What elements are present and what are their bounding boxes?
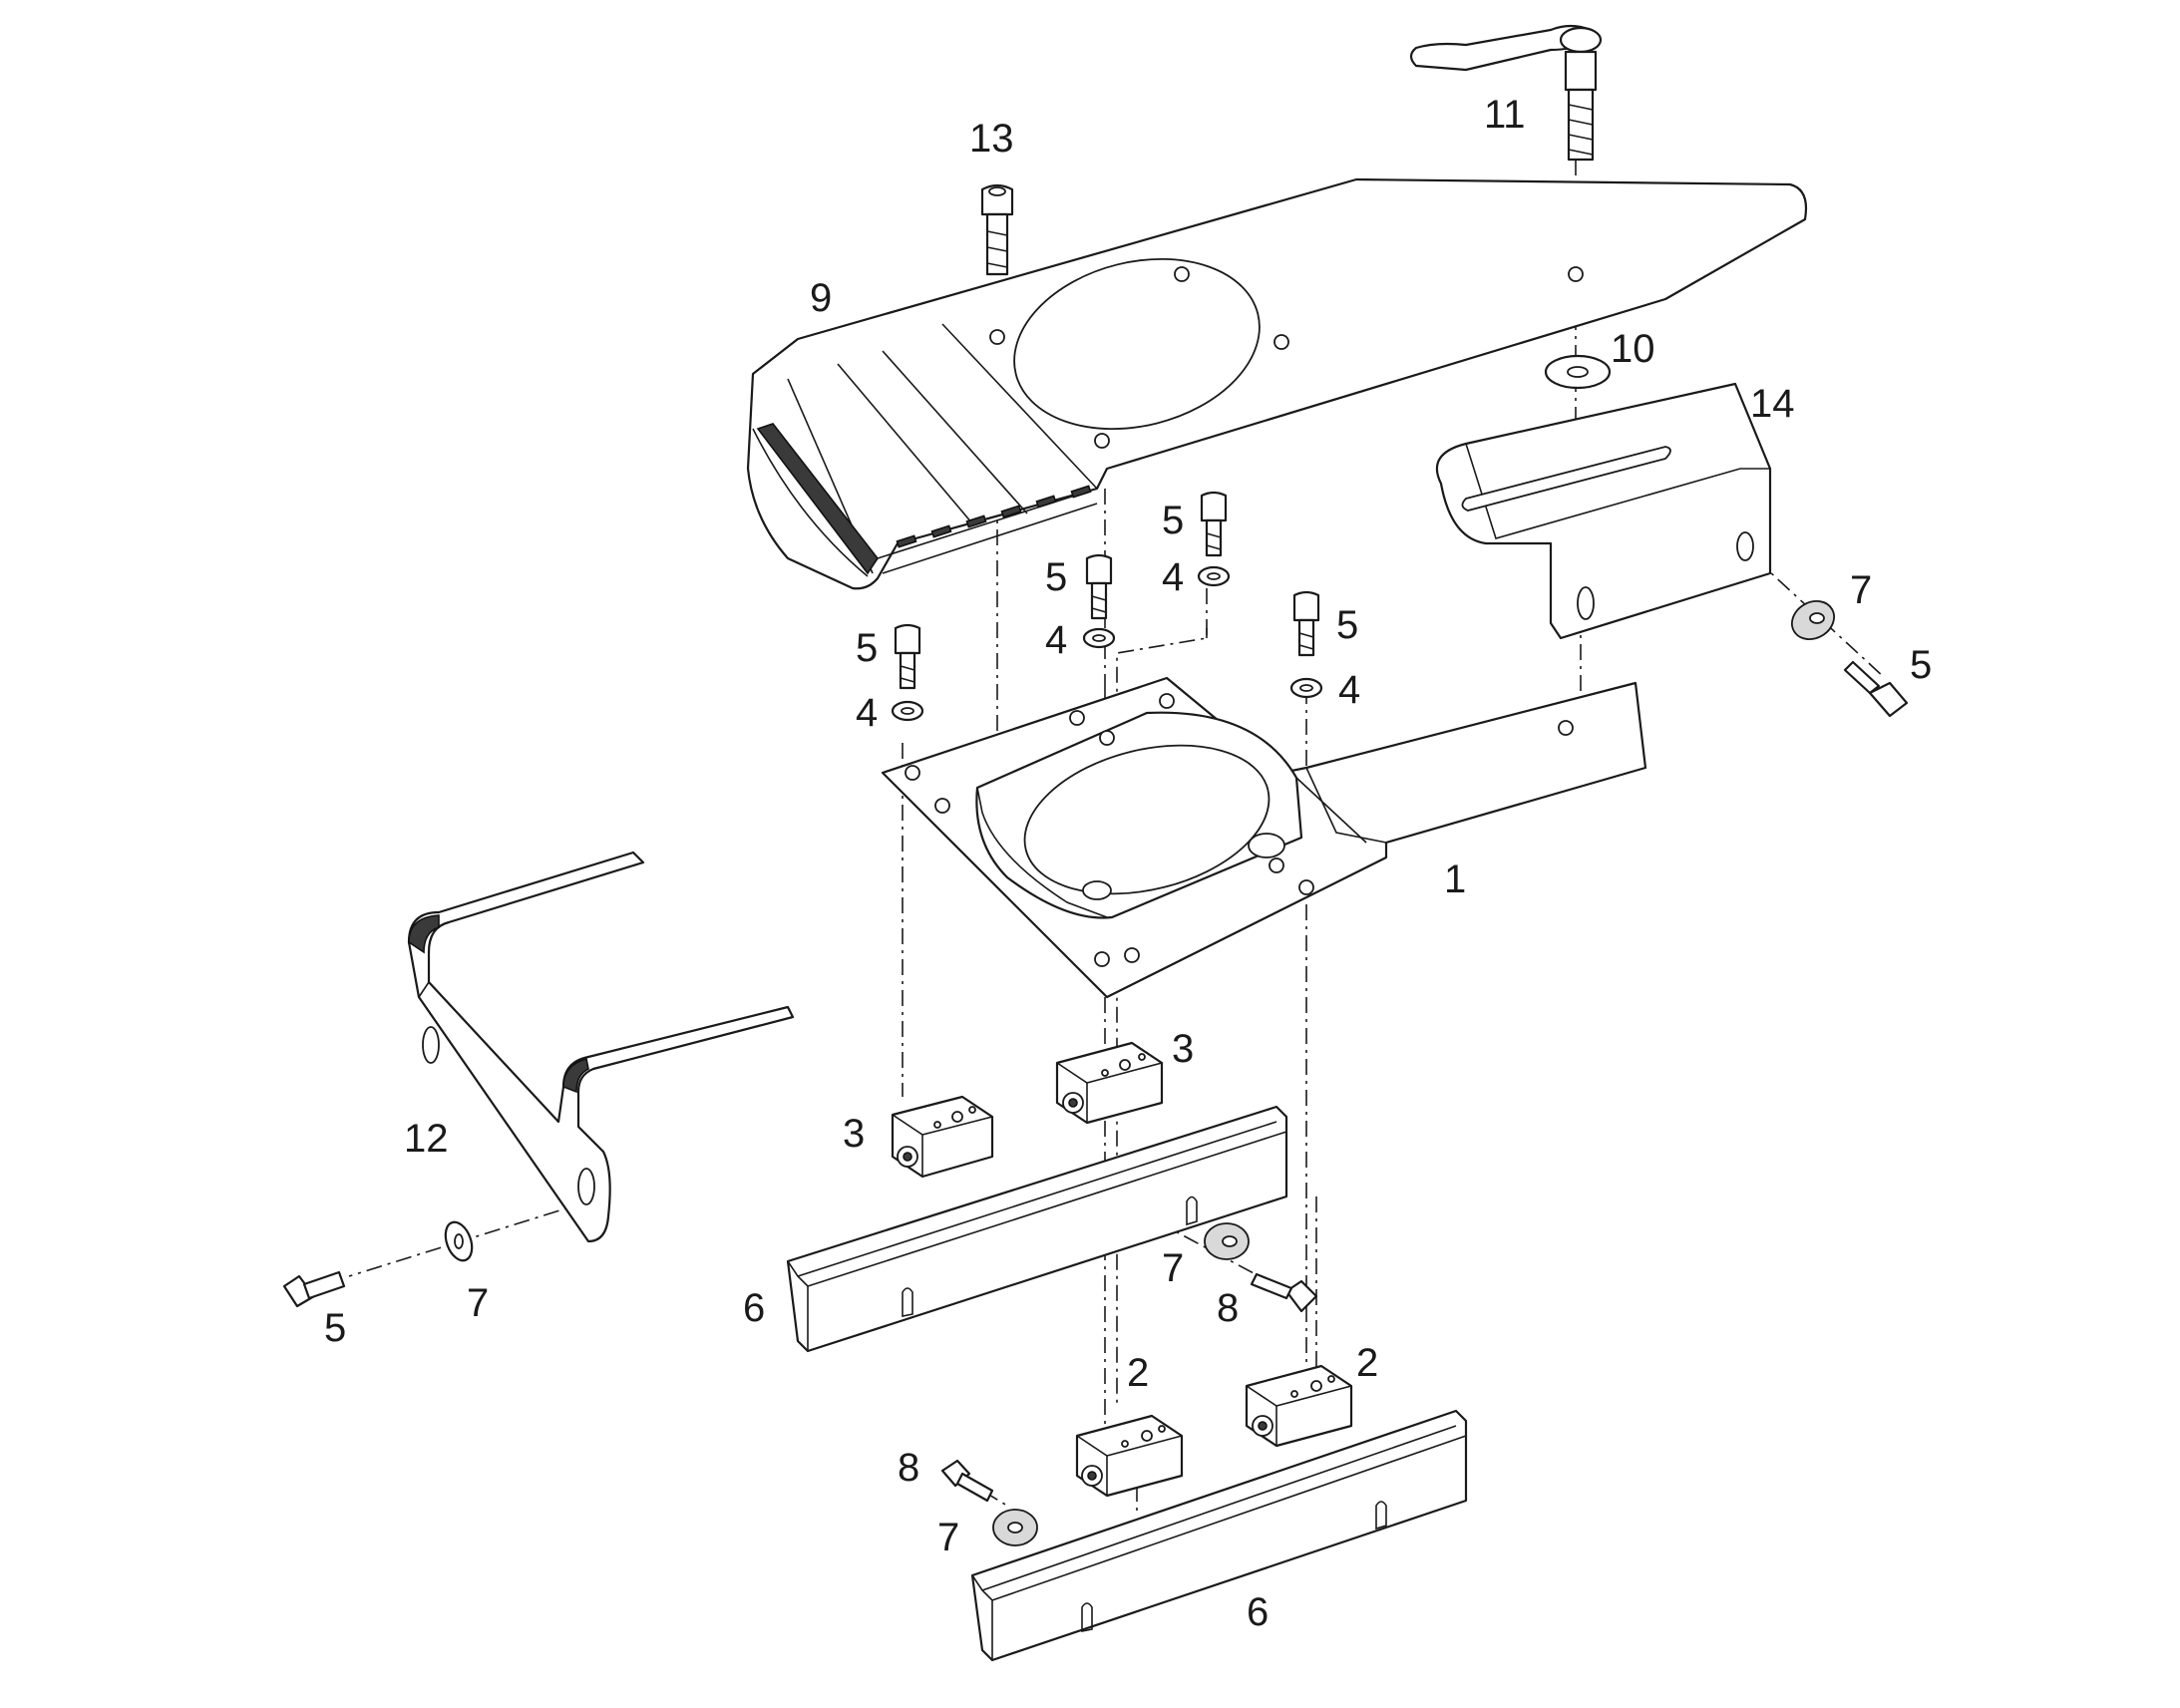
middle-fastener-set bbox=[1204, 1222, 1318, 1313]
top-plate-center-opening bbox=[1013, 257, 1261, 431]
callout-4d: 4 bbox=[1338, 668, 1360, 712]
part-11-clamping-lever bbox=[1409, 24, 1603, 162]
part-5-screw-right bbox=[1843, 660, 1909, 718]
callout-4a: 4 bbox=[856, 691, 878, 735]
part-5-screw-a bbox=[894, 623, 921, 690]
part-1-base-plate bbox=[881, 676, 1647, 999]
callout-3a: 3 bbox=[843, 1112, 865, 1156]
part-12-u-bracket bbox=[407, 851, 795, 1243]
part-2-carriage-b bbox=[1245, 1364, 1353, 1448]
callout-9: 9 bbox=[810, 276, 832, 320]
callout-5f: 5 bbox=[324, 1306, 346, 1350]
callout-5b: 5 bbox=[1045, 555, 1067, 599]
part-3-carriage-b bbox=[1055, 1041, 1164, 1125]
part-2-carriage-a bbox=[1075, 1414, 1184, 1498]
part-4-washer-b bbox=[1082, 627, 1116, 649]
part-5-screw-d bbox=[1292, 590, 1320, 657]
callout-8b: 8 bbox=[898, 1446, 919, 1490]
callout-labels: 1 2 2 3 3 4 4 4 4 5 5 5 5 5 5 6 6 7 7 7 … bbox=[324, 93, 1932, 1634]
lower-fastener-set bbox=[940, 1459, 1038, 1546]
callout-4b: 4 bbox=[1045, 618, 1067, 662]
part-14-slotted-bracket bbox=[1435, 382, 1772, 640]
callout-12: 12 bbox=[404, 1117, 449, 1161]
part-13-screw bbox=[980, 183, 1014, 276]
callout-7c: 7 bbox=[1162, 1246, 1184, 1290]
part-3-carriage-a bbox=[891, 1095, 994, 1179]
part-8-screw-middle bbox=[1250, 1272, 1318, 1313]
callout-2a: 2 bbox=[1127, 1351, 1149, 1395]
part-4-washer-c bbox=[1197, 565, 1231, 587]
callout-7a: 7 bbox=[1850, 568, 1872, 612]
callout-5c: 5 bbox=[1162, 499, 1184, 542]
part-10-washer bbox=[1544, 354, 1612, 390]
callout-6a: 6 bbox=[743, 1286, 765, 1330]
vent-slots bbox=[896, 485, 1092, 548]
upper-screw-set bbox=[891, 491, 1323, 722]
callout-11: 11 bbox=[1484, 93, 1526, 137]
callout-1: 1 bbox=[1444, 857, 1466, 901]
right-fastener-set bbox=[1791, 600, 1909, 718]
left-fastener-set bbox=[282, 1220, 474, 1308]
callout-6b: 6 bbox=[1247, 1590, 1269, 1634]
callout-7d: 7 bbox=[937, 1516, 959, 1559]
part-5-screw-left bbox=[282, 1270, 346, 1308]
callout-14: 14 bbox=[1750, 382, 1795, 426]
part-7-washer-lower bbox=[992, 1509, 1038, 1546]
part-4-washer-d bbox=[1289, 677, 1323, 699]
part-5-screw-c bbox=[1200, 491, 1228, 557]
part-7-washer-middle bbox=[1204, 1222, 1250, 1260]
part-6-rail-upper bbox=[786, 1105, 1288, 1353]
part-8-screw-lower bbox=[940, 1459, 994, 1503]
part-4-washer-a bbox=[891, 700, 924, 722]
callout-2b: 2 bbox=[1356, 1341, 1378, 1385]
part-9-top-plate bbox=[746, 177, 1808, 590]
part-6-rail-lower bbox=[970, 1409, 1468, 1662]
part-5-screw-b bbox=[1085, 553, 1113, 620]
callout-7b: 7 bbox=[467, 1281, 489, 1325]
callout-10: 10 bbox=[1611, 327, 1655, 371]
callout-13: 13 bbox=[969, 117, 1014, 161]
callout-5d: 5 bbox=[1336, 603, 1358, 647]
callout-8a: 8 bbox=[1217, 1286, 1239, 1330]
part-7-washer-left bbox=[444, 1220, 474, 1262]
callout-4c: 4 bbox=[1162, 555, 1184, 599]
callout-5a: 5 bbox=[856, 626, 878, 670]
part-7-washer-right bbox=[1791, 600, 1835, 640]
callout-5e: 5 bbox=[1910, 643, 1932, 687]
callout-3b: 3 bbox=[1172, 1027, 1194, 1071]
